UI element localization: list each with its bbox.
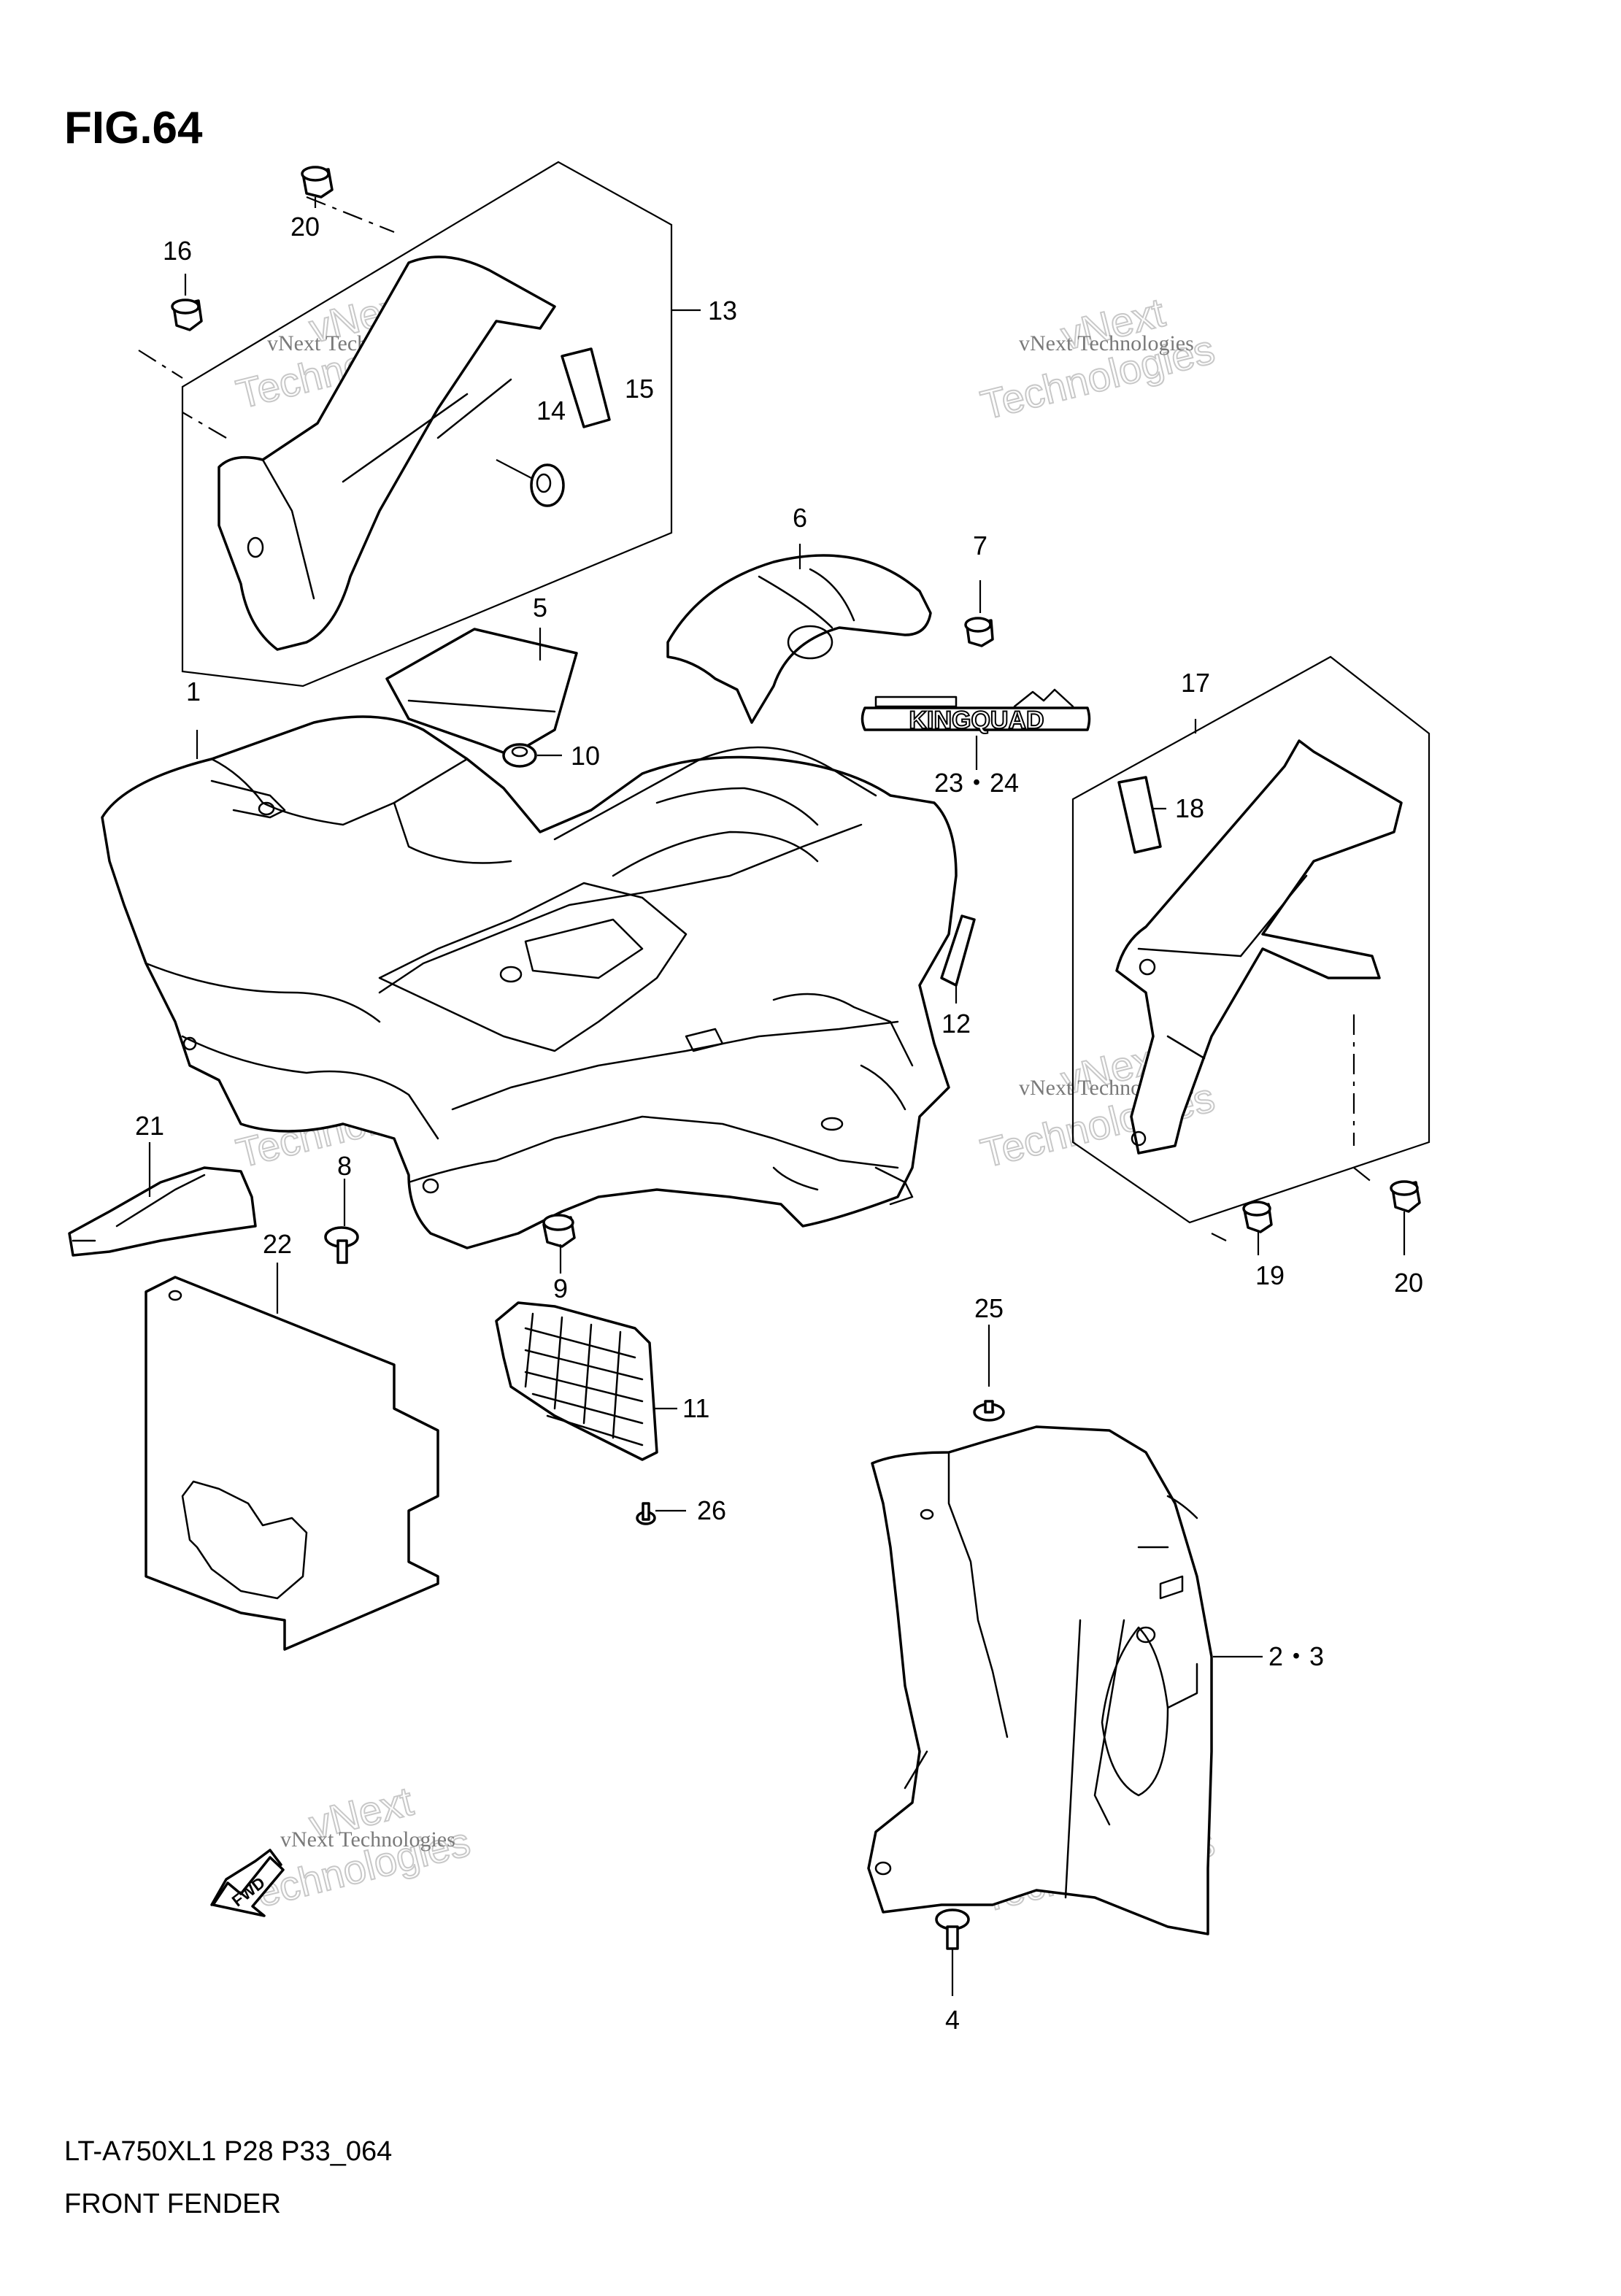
callout-13: 13 xyxy=(708,296,737,325)
callout-26: 26 xyxy=(697,1495,726,1525)
callout-16: 16 xyxy=(163,236,192,266)
callout-2-3: 2・3 xyxy=(1268,1641,1324,1671)
callout-5: 5 xyxy=(533,593,547,623)
watermark-bottom-left: Technologies vNext vNext Technologies xyxy=(231,1777,475,1922)
callout-19: 19 xyxy=(1255,1260,1285,1290)
part-10-nut xyxy=(502,743,562,768)
callout-25: 25 xyxy=(974,1293,1004,1323)
callout-23-24: 23・24 xyxy=(934,768,1019,798)
part-25-bolt xyxy=(973,1325,1005,1422)
callout-15: 15 xyxy=(625,374,654,404)
group-17-box xyxy=(1071,655,1431,1241)
callout-4: 4 xyxy=(945,2005,960,2035)
part-14-grommet xyxy=(496,459,565,507)
part-22-panel xyxy=(145,1263,439,1651)
callout-8: 8 xyxy=(337,1151,352,1181)
part-9-clip xyxy=(542,1214,576,1274)
part-7-clip xyxy=(964,580,994,647)
part-19-clip xyxy=(1242,1201,1273,1255)
callout-14: 14 xyxy=(536,396,566,425)
figure-number: FIG.64 xyxy=(64,103,203,153)
part-4-bolt xyxy=(935,1908,970,1996)
callout-20-top: 20 xyxy=(290,212,320,242)
callout-7: 7 xyxy=(973,531,987,560)
callout-18: 18 xyxy=(1175,793,1204,823)
part-21-cover xyxy=(68,1142,257,1257)
part-20-top-clip xyxy=(301,166,334,208)
callout-9: 9 xyxy=(553,1274,568,1303)
watermark-top-right: Technologies vNext vNext Technologies xyxy=(976,288,1220,429)
callout-6: 6 xyxy=(793,503,807,533)
watermark-text: vNext Technologies xyxy=(280,1827,455,1852)
callout-11: 11 xyxy=(682,1393,709,1423)
part-8-bolt xyxy=(324,1179,359,1264)
model-code: LT-A750XL1 P28 P33_064 xyxy=(64,2136,392,2167)
callout-17: 17 xyxy=(1181,668,1210,698)
callout-21: 21 xyxy=(135,1111,164,1141)
part-11-grille xyxy=(495,1301,677,1461)
callout-22: 22 xyxy=(263,1229,292,1259)
part-16-clip xyxy=(171,274,203,331)
group-13-box xyxy=(138,161,701,687)
part-12-strip xyxy=(940,914,976,1003)
figure-title: FRONT FENDER xyxy=(64,2189,281,2219)
part-6-cover xyxy=(666,544,932,724)
callout-20-right: 20 xyxy=(1394,1268,1423,1298)
part-5-cover xyxy=(385,628,578,757)
part-17-inner-panel xyxy=(1115,739,1403,1155)
callout-10: 10 xyxy=(571,741,600,771)
part-15-strip xyxy=(561,347,611,428)
part-23-24-decal: KINGQUAD xyxy=(860,688,1091,770)
part-2-3-mudguard xyxy=(867,1425,1263,1935)
part-20-right-clip xyxy=(1390,1180,1421,1255)
part-26-screw xyxy=(636,1502,686,1525)
watermark-text: vNext Technologies xyxy=(1019,331,1194,355)
part-18-strip xyxy=(1117,776,1166,854)
callout-1: 1 xyxy=(186,677,201,706)
part-1-front-fender xyxy=(101,715,958,1249)
fwd-arrow-icon: FWD xyxy=(210,1849,285,1917)
decal-text: KINGQUAD xyxy=(909,706,1044,734)
part-13-inner-panel xyxy=(217,255,556,651)
callout-12: 12 xyxy=(942,1009,971,1039)
